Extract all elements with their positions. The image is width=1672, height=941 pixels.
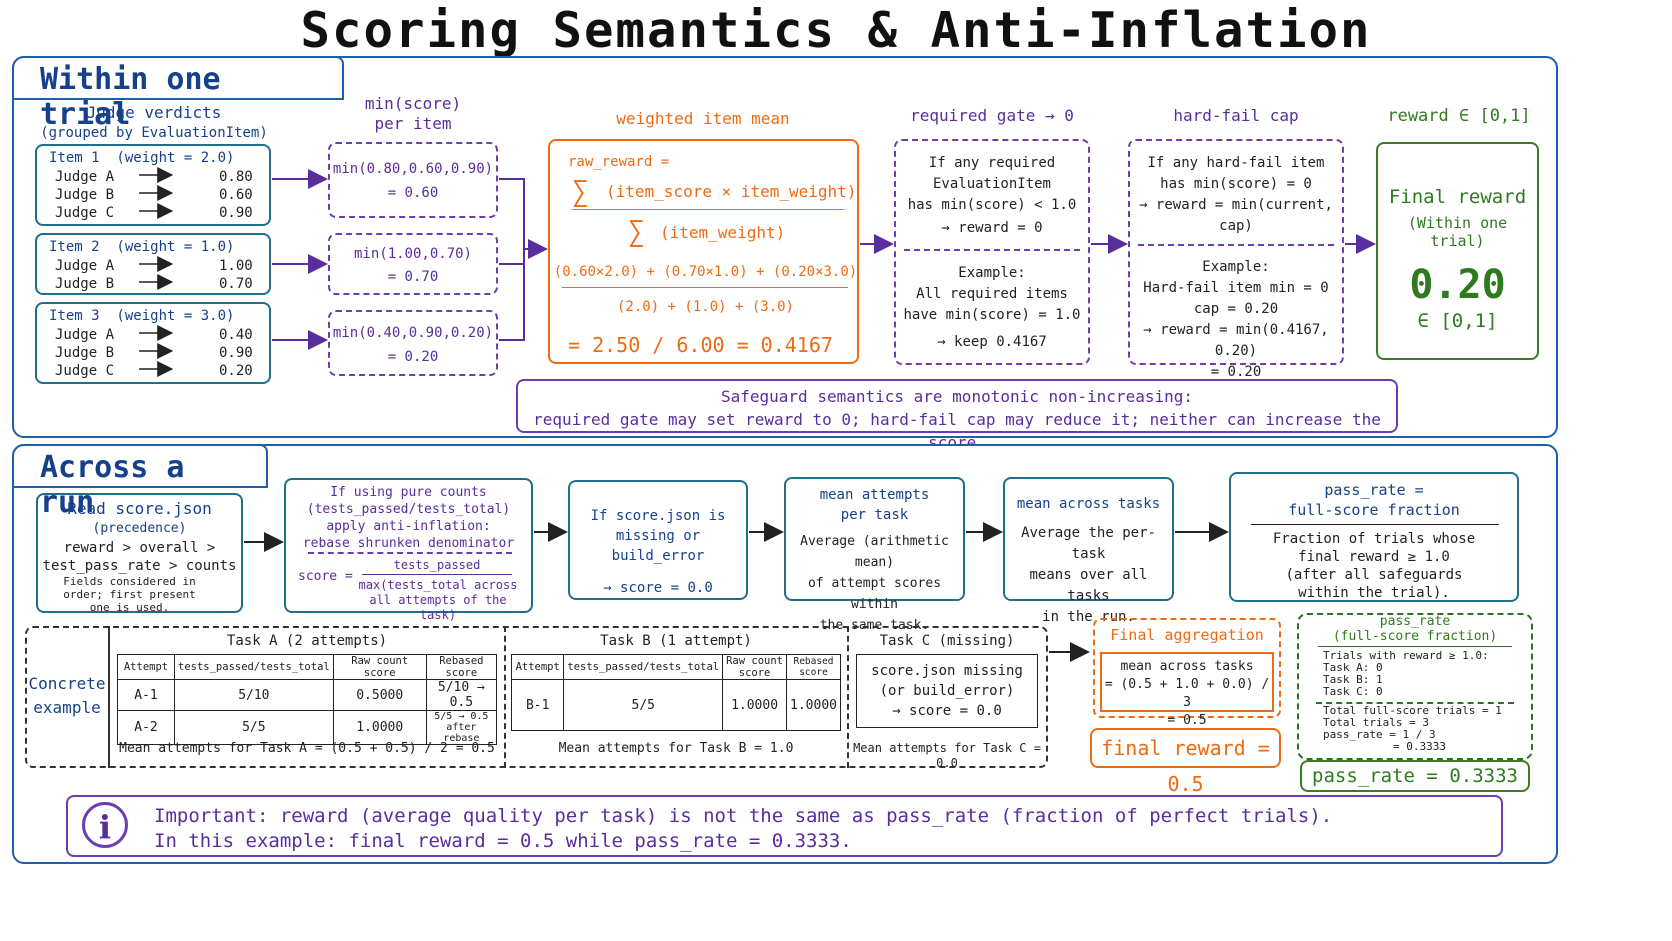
- item-1-head: Item 1 (weight = 2.0): [49, 150, 235, 166]
- task-a-mean: Mean attempts for Task A = (0.5 + 0.5) /…: [119, 741, 495, 756]
- task-b-title: Task B (1 attempt): [600, 633, 752, 649]
- judge-label: Judge C: [55, 205, 115, 221]
- aggregation-box: mean across tasks= (0.5 + 1.0 + 0.0) / 3…: [1100, 652, 1274, 728]
- task-c-mean: Mean attempts for Task C = 0.0: [853, 741, 1041, 770]
- item-2-head: Item 2 (weight = 1.0): [49, 239, 235, 255]
- min-box-3: min(0.40,0.90,0.20)= 0.20: [328, 310, 498, 376]
- across-run-tab: Across a run: [12, 444, 268, 520]
- wmean-box: raw_reward = ∑ (item_score × item_weight…: [548, 139, 859, 364]
- pass-rate-example-head: pass_rate(full-score fraction): [1332, 614, 1498, 644]
- sigma-icon: ∑: [628, 215, 645, 248]
- min-box-2: min(1.00,0.70)= 0.70: [328, 233, 498, 295]
- weighted-result: = 2.50 / 6.00 = 0.4167: [568, 333, 833, 357]
- judge-label: Judge A: [55, 258, 115, 274]
- judge-label: Judge B: [55, 187, 115, 203]
- judge-arrows: [139, 167, 174, 377]
- aggregation-container: [1093, 618, 1281, 718]
- judge-label: Judge B: [55, 345, 115, 361]
- task-a-title: Task A (2 attempts): [226, 633, 388, 649]
- judge-score: 1.00: [219, 258, 253, 274]
- task-b-mean: Mean attempts for Task B = 1.0: [558, 741, 794, 756]
- item-3-head: Item 3 (weight = 3.0): [49, 308, 235, 324]
- run-flow-arrows: [244, 522, 1229, 662]
- anti-inflation-box: If using pure counts(tests_passed/tests_…: [284, 478, 533, 622]
- wmean-header: weighted item mean: [616, 109, 790, 128]
- reward-header: reward ∈ [0,1]: [1387, 106, 1531, 126]
- info-icon: i: [82, 802, 128, 848]
- min-header: min(score) per item: [364, 94, 462, 133]
- aggregation-title: Final aggregation: [1110, 626, 1264, 644]
- task-c-box: score.json missing(or build_error)→ scor…: [856, 654, 1038, 728]
- judge-score: 0.80: [219, 169, 253, 185]
- item-2-box: Item 2 (weight = 1.0) Judge A 1.00 Judge…: [35, 233, 271, 295]
- judge-label: Judge A: [55, 169, 115, 185]
- judge-score: 0.60: [219, 187, 253, 203]
- sigma-icon: ∑: [572, 175, 589, 208]
- judge-label: Judge A: [55, 327, 115, 343]
- within-trial-tab: Within one trial: [12, 56, 344, 132]
- pass-rate-box: pass_rate =full-score fraction Fraction …: [1229, 472, 1519, 602]
- item-3-box: Item 3 (weight = 3.0) Judge A 0.40 Judge…: [35, 302, 271, 384]
- final-reward-example: final reward = 0.5: [1090, 728, 1281, 796]
- task-c-title: Task C (missing): [879, 633, 1015, 649]
- judge-score: 0.20: [219, 363, 253, 379]
- important-note: i Important: reward (average quality per…: [66, 795, 1503, 857]
- final-reward-box: Final reward (Within one trial) 0.20 ∈ […: [1376, 142, 1539, 360]
- judge-score: 0.90: [219, 205, 253, 221]
- read-score-box: Read score.json (precedence) reward > ov…: [36, 493, 243, 614]
- safeguard-box: Safeguard semantics are monotonic non-in…: [516, 379, 1398, 452]
- item-1-box: Item 1 (weight = 2.0) Judge A 0.80 Judge…: [35, 144, 271, 226]
- example-container: [25, 626, 1048, 768]
- pass-rate-example-box: [1297, 613, 1533, 760]
- judge-score: 0.90: [219, 345, 253, 361]
- judge-label: Judge C: [55, 363, 115, 379]
- cap-header: hard-fail cap: [1173, 106, 1299, 125]
- judge-label: Judge B: [55, 276, 115, 292]
- gate-header: required gate → 0: [910, 106, 1074, 125]
- trial-flow-arrows: [272, 169, 1376, 350]
- page-title: Scoring Semantics & Anti-Inflation: [300, 2, 1372, 59]
- judge-header: Judge verdicts (grouped by EvaluationIte…: [40, 103, 268, 141]
- min-box-1: min(0.80,0.60,0.90)= 0.60: [328, 142, 498, 218]
- judge-score: 0.70: [219, 276, 253, 292]
- pass-rate-final: pass_rate = 0.3333: [1300, 760, 1530, 792]
- final-reward-value: 0.20: [1409, 262, 1506, 308]
- judge-score: 0.40: [219, 327, 253, 343]
